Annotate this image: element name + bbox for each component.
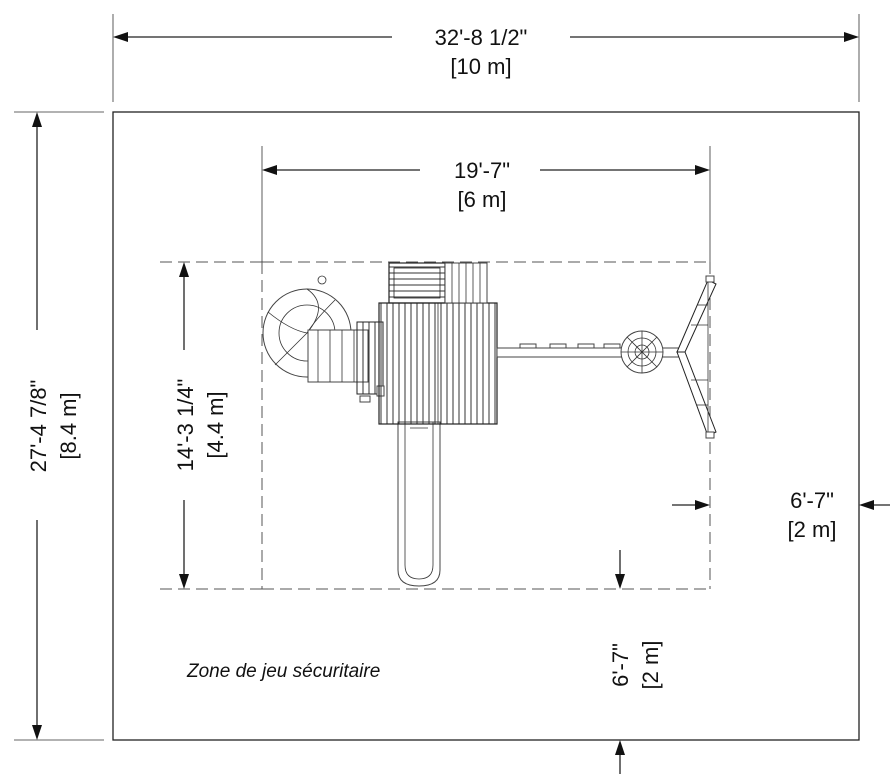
bottom-clearance-metric: [2 m] (638, 641, 663, 690)
equipment-depth-imperial: 14'-3 1/4" (173, 379, 198, 472)
equipment-depth-dimension: 14'-3 1/4" [4.4 m] (173, 262, 228, 589)
equipment-width-metric: [6 m] (458, 187, 507, 212)
side-clearance-dimension: 6'-7" [2 m] (672, 488, 890, 542)
top-deck (388, 262, 488, 304)
swing-beam (496, 343, 683, 358)
straight-slide (397, 421, 441, 587)
equipment-depth-metric: [4.4 m] (203, 391, 228, 458)
overall-width-metric: [10 m] (450, 54, 511, 79)
overall-depth-dimension: 27'-4 7/8" [8.4 m] (14, 111, 104, 741)
safety-zone-boundary (112, 111, 860, 741)
side-clearance-metric: [2 m] (788, 517, 837, 542)
overall-depth-metric: [8.4 m] (56, 392, 81, 459)
equipment-width-dimension: 19'-7" [6 m] (261, 146, 711, 262)
playset-equipment (262, 262, 717, 587)
bottom-clearance-dimension: 6'-7" [2 m] (608, 550, 663, 774)
side-clearance-imperial: 6'-7" (790, 488, 834, 513)
overall-width-imperial: 32'-8 1/2" (435, 25, 528, 50)
spiral-tube-slide (262, 275, 369, 383)
overall-width-dimension: 32'-8 1/2" [10 m] (112, 14, 860, 102)
overall-depth-imperial: 27'-4 7/8" (26, 380, 51, 473)
safety-zone-label: Zone de jeu sécuritaire (186, 661, 380, 682)
a-frame-leg (676, 275, 717, 439)
equipment-width-imperial: 19'-7" (454, 158, 510, 183)
web-swing (620, 330, 664, 374)
bottom-clearance-imperial: 6'-7" (608, 643, 633, 687)
